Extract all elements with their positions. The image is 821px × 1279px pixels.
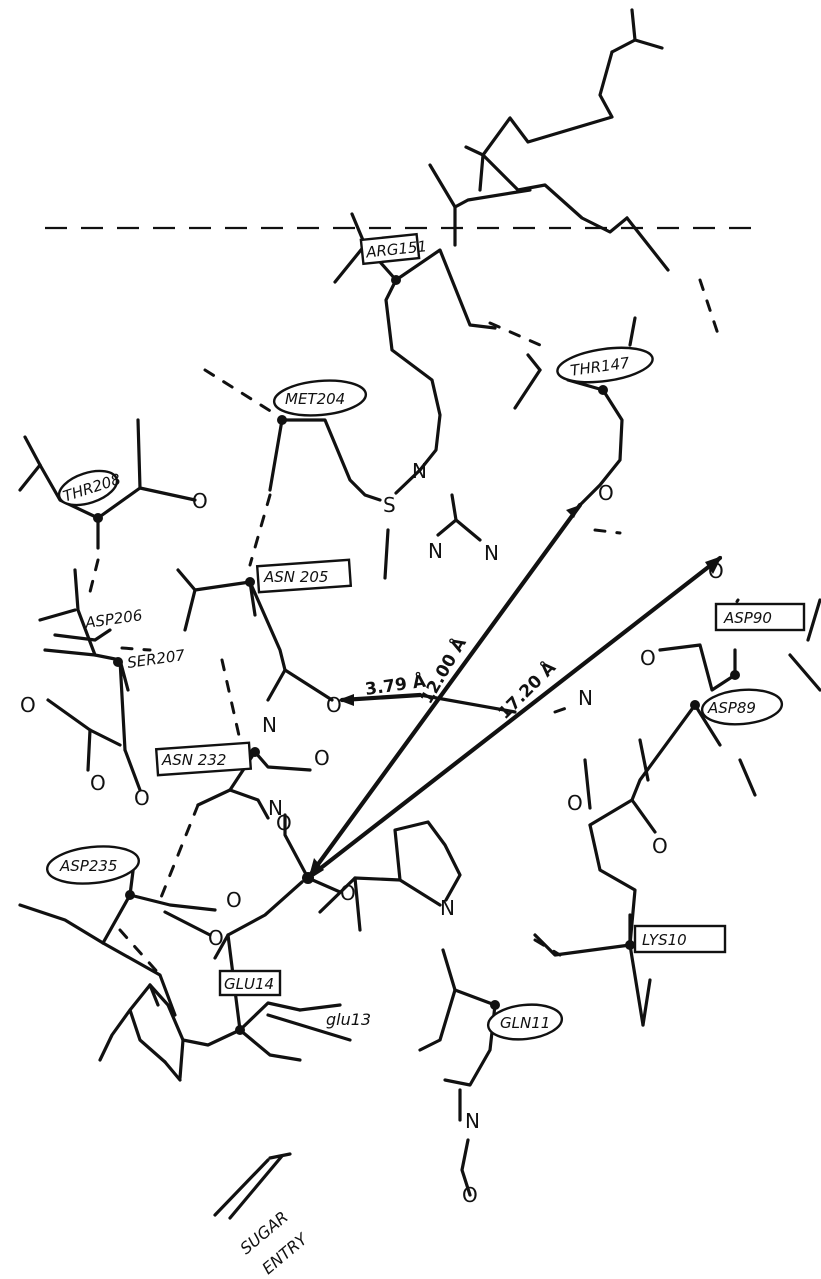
atom-o: O (20, 693, 36, 717)
atom-o: O (567, 791, 583, 815)
atom-n: N (428, 539, 443, 563)
atom-centers (93, 275, 740, 1035)
label-glu14: GLU14 (224, 975, 274, 993)
atom-n: N (412, 459, 427, 483)
atom-n: N (262, 713, 277, 737)
atom-s: S (383, 493, 396, 517)
atom-o: O (462, 1183, 478, 1207)
hydrogen-bonds (86, 278, 740, 977)
label-asn205: ASN 205 (263, 568, 328, 586)
atom-n: N (465, 1109, 480, 1133)
label-asp89: ASP89 (707, 699, 756, 717)
atom-o: O (708, 559, 724, 583)
entry-arrow-line (213, 1158, 270, 1217)
atom-o: O (640, 646, 656, 670)
vector-17-angstrom (305, 555, 723, 881)
bond-skeleton (18, 8, 821, 1197)
atom-n: N (440, 896, 455, 920)
label-gln11: GLN11 (500, 1014, 550, 1032)
atom-o: O (208, 926, 224, 950)
atom-o: O (326, 693, 342, 717)
label-glu13: glu13 (326, 1010, 371, 1029)
arrowhead-icon (566, 505, 580, 518)
atom-n: N (484, 541, 499, 565)
label-asp90: ASP90 (723, 609, 772, 627)
residue-labels: ARG151 THR147 MET204 THR208 ASN 205 ASP2… (46, 232, 806, 1041)
entry-arrow-line (228, 1154, 284, 1220)
distance-labels: 3.79 Å 12.00 Å 17.20 Å (363, 632, 560, 723)
vector-3-angstrom (339, 692, 423, 703)
atom-n: N (268, 796, 283, 820)
vector-12-angstrom (305, 502, 583, 881)
label-lys10: LYS10 (642, 931, 687, 949)
atom-o: O (652, 834, 668, 858)
atom-n: N (578, 686, 593, 710)
atom-o: O (340, 881, 356, 905)
atom-o: O (226, 888, 242, 912)
atom-o: O (598, 481, 614, 505)
atom-letters: S N N N N N N N N O O O O O O O O O O O … (20, 459, 724, 1207)
distance-vectors (305, 502, 723, 881)
arrowhead-icon (705, 556, 722, 574)
label-asp235: ASP235 (59, 857, 117, 875)
atom-o: O (314, 746, 330, 770)
label-asn232: ASN 232 (161, 751, 226, 769)
label-ser207: SER207 (126, 646, 186, 672)
sugar-entry-annotation: SUGAR ENTRY (213, 1152, 312, 1278)
arrowhead-icon (338, 694, 354, 706)
label-asp206: ASP206 (83, 606, 143, 632)
label-met204: MET204 (285, 390, 345, 408)
atom-o: O (192, 489, 208, 513)
atom-o: O (90, 771, 106, 795)
atom-o: O (134, 786, 150, 810)
atom-o: O (276, 811, 292, 835)
